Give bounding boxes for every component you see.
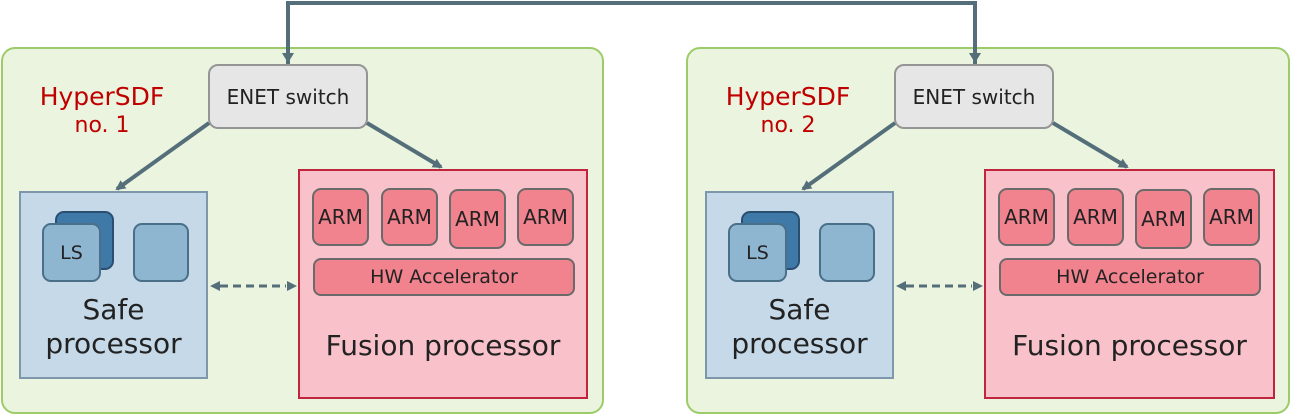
node-1-title: HyperSDF no. 1 [22, 82, 182, 140]
inter-node-link-arrow-1 [282, 53, 294, 63]
node-1-arm-core-4: ARM [517, 188, 574, 246]
node-2-arm-core-2: ARM [1067, 188, 1124, 246]
node-1-safe-fusion-arrow-left [210, 281, 220, 291]
node-2-safe-label-line1: Safe [768, 293, 831, 326]
node-2-title-line1: HyperSDF [725, 82, 851, 111]
node-2-safe-processor: LS Safe processor [705, 191, 894, 379]
node-1-enet-to-fusion-arrow [365, 121, 443, 169]
node-2-safe-label: Safe processor [707, 293, 892, 361]
node-2-hw-accelerator: HW Accelerator [999, 258, 1261, 296]
node-2-safe-label-line2: processor [731, 327, 868, 360]
node-1-title-line2: no. 1 [74, 113, 130, 138]
node-1-enet-to-safe-arrow [115, 121, 211, 191]
node-2-title-line2: no. 2 [760, 113, 816, 138]
node-2-fusion-processor: ARM ARM ARM ARM HW Accelerator Fusion pr… [984, 169, 1275, 399]
node-1-fusion-processor: ARM ARM ARM ARM HW Accelerator Fusion pr… [298, 169, 588, 399]
node-1-fusion-label: Fusion processor [325, 329, 561, 362]
node-2-arm-core-4: ARM [1203, 188, 1260, 246]
node-1-safe-core [133, 223, 189, 282]
node-1-safe-label: Safe processor [21, 293, 206, 361]
node-2-enet-to-safe-arrow [801, 121, 897, 191]
node-2-lockstep-core: LS [728, 223, 787, 282]
node-2-enet-switch: ENET switch [894, 64, 1054, 129]
node-2-safe-core [819, 223, 875, 282]
node-1-safe-processor: LS Safe processor [19, 191, 208, 379]
node-2-enet-to-fusion-arrow [1051, 121, 1129, 169]
node-1-arm-core-3: ARM [449, 189, 506, 249]
inter-node-link-arrow-2 [969, 53, 981, 63]
node-1-safe-label-line1: Safe [82, 293, 145, 326]
node-1-hw-accelerator: HW Accelerator [313, 258, 575, 296]
node-1-lockstep-core: LS [42, 223, 101, 282]
node-1-title-line1: HyperSDF [39, 82, 165, 111]
node-1-arm-core-1: ARM [312, 188, 369, 246]
node-1-enet-switch: ENET switch [208, 64, 368, 129]
node-2-fusion-label: Fusion processor [1012, 329, 1247, 362]
node-1-safe-label-line2: processor [45, 327, 182, 360]
node-2-safe-fusion-arrow-right [973, 281, 983, 291]
node-2-arm-core-3: ARM [1135, 189, 1192, 249]
inter-node-link [286, 1, 977, 64]
node-1-safe-fusion-arrow-right [287, 281, 297, 291]
node-2-arm-core-1: ARM [998, 188, 1055, 246]
node-2-safe-fusion-arrow-left [896, 281, 906, 291]
node-1-arm-core-2: ARM [381, 188, 438, 246]
node-2-title: HyperSDF no. 2 [708, 82, 868, 140]
